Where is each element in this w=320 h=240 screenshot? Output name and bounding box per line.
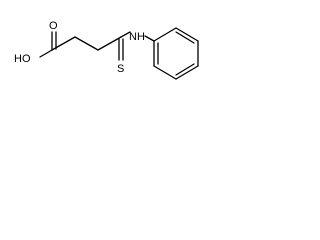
bond-c3-c4	[97, 36, 122, 51]
atom-label-hydroxyl: HO	[14, 53, 31, 65]
chemical-structure: O HO S NH	[14, 20, 199, 80]
phenyl-ring	[153, 27, 199, 80]
ring-bond-2	[175, 27, 199, 42]
carbon-chain	[51, 36, 122, 51]
atom-label-sulfur: S	[117, 63, 124, 75]
atom-label-oxygen: O	[49, 20, 58, 32]
bond-n-phenyl	[144, 35, 155, 42]
bond-c1-c2	[51, 36, 76, 51]
bond-c4-n	[120, 31, 131, 38]
bond-c1-oh	[39, 49, 53, 58]
bond-c2-c3	[74, 36, 99, 51]
thioamide-group: S NH	[117, 31, 155, 75]
ring-bond-5	[153, 65, 177, 80]
ring-bond-1	[153, 27, 177, 42]
ring-inner-bond-b	[175, 63, 195, 76]
carboxyl-group: O HO	[14, 20, 58, 65]
ring-bond-4	[175, 65, 199, 80]
ring-inner-bond-a	[175, 31, 195, 44]
atom-label-amine: NH	[129, 31, 145, 43]
